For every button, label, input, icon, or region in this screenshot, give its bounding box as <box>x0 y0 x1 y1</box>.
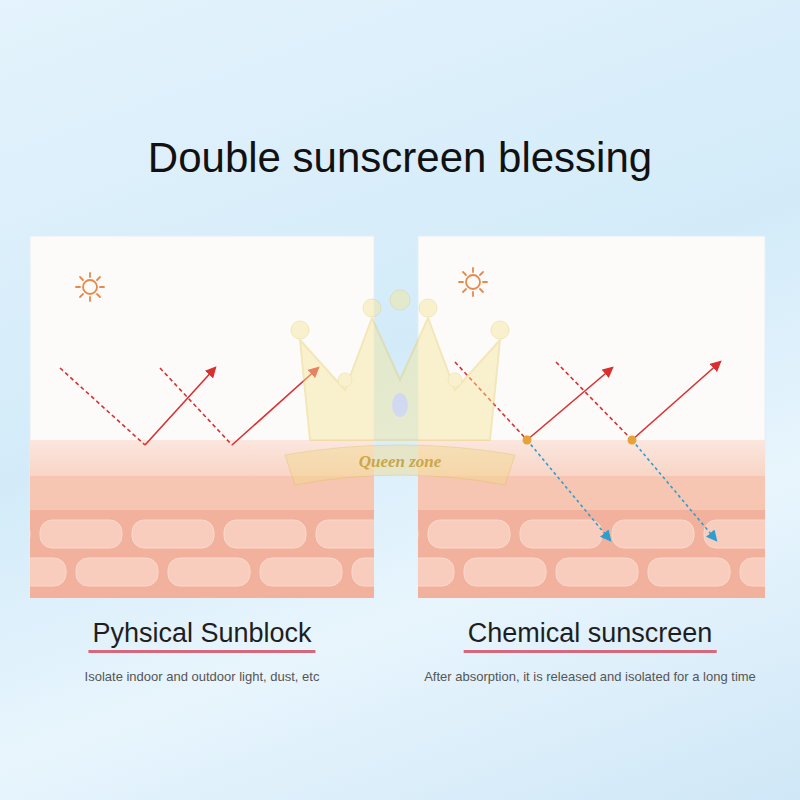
panel-heading: Pyhsical Sunblock <box>88 618 315 653</box>
watermark: Queen zone <box>359 452 442 472</box>
panel-heading: Chemical sunscreen <box>464 618 717 653</box>
title: Double sunscreen blessing <box>148 134 652 182</box>
panel-description: Isolate indoor and outdoor light, dust, … <box>85 669 320 684</box>
panel-description: After absorption, it is released and iso… <box>424 669 756 684</box>
watermark-crown <box>285 290 515 485</box>
